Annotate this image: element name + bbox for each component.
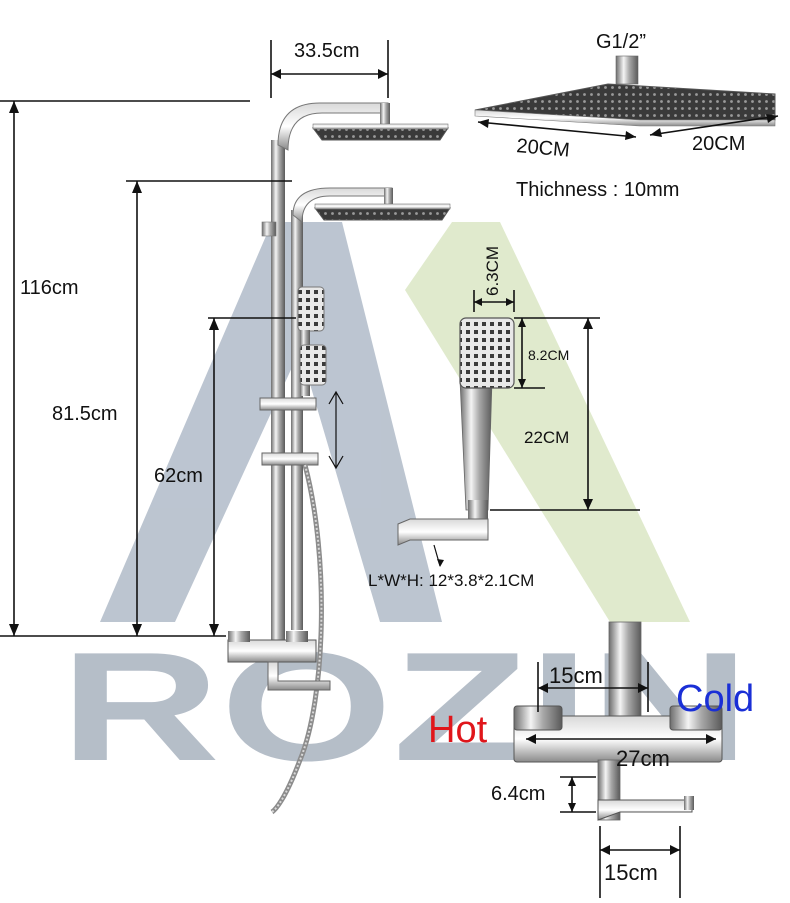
total-height-label: 116cm xyxy=(20,277,79,299)
watermark: ROZIN xyxy=(60,222,750,793)
spout-height-label: 6.4cm xyxy=(491,783,545,805)
lower-height-label: 62cm xyxy=(154,465,203,487)
cold-handle xyxy=(669,705,723,731)
arm-width-label: 33.5cm xyxy=(294,40,360,62)
slider-shelf-bottom xyxy=(261,452,319,466)
mixer-riser-pipe xyxy=(608,621,642,718)
rain-head-thickness-label: Thichness : 10mm xyxy=(516,179,679,201)
hand-shower-top xyxy=(297,286,325,332)
cold-label: Cold xyxy=(676,678,754,720)
hand-shower-holder-shelf xyxy=(397,518,489,546)
mid-height-label: 81.5cm xyxy=(52,403,118,425)
handle-spacing-label: 15cm xyxy=(549,663,603,688)
spout-length-label: 15cm xyxy=(604,860,658,885)
slider-shelf-top xyxy=(259,397,317,411)
lower-rain-head xyxy=(314,207,451,221)
hand-head-width-label: 6.3CM xyxy=(483,246,502,296)
mixer-length-label: 27cm xyxy=(616,746,670,771)
rain-head-connector xyxy=(615,55,639,85)
hand-handle-length-label: 22CM xyxy=(524,428,569,447)
rain-head-width-label: 20CM xyxy=(516,135,571,162)
watermark-light-triangle xyxy=(405,222,690,622)
top-rain-head xyxy=(312,127,449,141)
hand-head-height-label: 8.2CM xyxy=(528,347,569,363)
shelf-size-label: L*W*H: 12*3.8*2.1CM xyxy=(368,571,534,590)
rain-head-depth-label: 20CM xyxy=(692,133,745,155)
shower-system-illustration xyxy=(227,102,451,815)
rain-head-thread-label: G1/2” xyxy=(596,31,646,53)
mixer-detail: Hot Cold 15cm 27cm 6.4cm 15cm xyxy=(428,621,754,898)
watermark-dark-triangle xyxy=(100,222,442,622)
hand-shower-head xyxy=(459,317,515,389)
hand-shower-handle xyxy=(459,379,493,511)
hand-shower-detail: 6.3CM 8.2CM 22CM L*W*H: 12*3.8*2.1CM xyxy=(368,246,640,590)
mixer-body-small xyxy=(227,639,317,663)
hand-shower-bottom xyxy=(299,344,327,386)
main-riser-pipe xyxy=(271,140,285,640)
mixer-spout xyxy=(597,799,693,821)
rain-head-detail: G1/2” 20CM 20CM Thichness : 10mm xyxy=(474,31,779,201)
system-dimensions: 33.5cm 116cm 81.5cm 62cm xyxy=(0,40,389,637)
hot-label: Hot xyxy=(428,709,488,751)
